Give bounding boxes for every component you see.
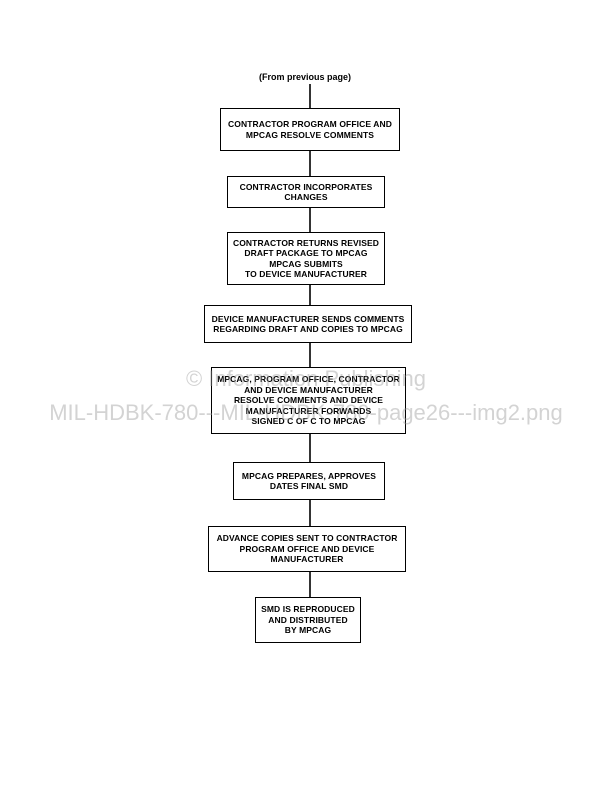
flow-step-7-line-3: MANUFACTURER [270,554,344,565]
flow-step-6-line-2: DATES FINAL SMD [269,481,349,491]
flow-step-5: MPCAG, PROGRAM OFFICE, CONTRACTOR AND DE… [211,367,406,434]
flow-step-8-line-3: BY MPCAG [284,625,332,636]
flow-step-2: CONTRACTOR INCORPORATES CHANGES [227,176,385,208]
flow-step-5-line-4: MANUFACTURER FORWARDS [245,405,372,416]
flow-step-1-line-2: MPCAG RESOLVE COMMENTS [245,129,375,140]
flow-step-3-line-2: DRAFT PACKAGE TO MPCAG [244,248,368,259]
flow-step-6-line-1: MPCAG PREPARES, APPROVES [241,470,377,481]
flow-step-3-line-3: MPCAG SUBMITS [269,258,343,269]
flow-step-8: SMD IS REPRODUCED AND DISTRIBUTED BY MPC… [255,597,361,643]
flow-step-8-line-2: AND DISTRIBUTED [268,614,348,625]
flow-step-3-line-4: TO DEVICE MANUFACTURER [245,268,367,279]
flow-step-6: MPCAG PREPARES, APPROVES DATES FINAL SMD [233,462,385,500]
flow-step-5-line-1: MPCAG, PROGRAM OFFICE, CONTRACTOR [217,374,400,385]
flow-step-5-line-3: RESOLVE COMMENTS AND DEVICE [233,395,384,406]
flow-step-3: CONTRACTOR RETURNS REVISED DRAFT PACKAGE… [227,232,385,285]
flow-step-2-line-1: CONTRACTOR INCORPORATES [239,181,373,192]
flow-step-3-line-1: CONTRACTOR RETURNS REVISED [232,237,379,248]
flow-step-2-line-2: CHANGES [284,192,328,202]
flow-step-1: CONTRACTOR PROGRAM OFFICE AND MPCAG RESO… [220,108,400,151]
flow-step-8-line-1: SMD IS REPRODUCED [261,604,355,615]
flow-step-4: DEVICE MANUFACTURER SENDS COMMENTS REGAR… [204,305,412,343]
flow-step-7: ADVANCE COPIES SENT TO CONTRACTOR PROGRA… [208,526,406,572]
flow-step-1-line-1: CONTRACTOR PROGRAM OFFICE AND [228,119,392,130]
flow-step-5-line-2: AND DEVICE MANUFACTURER [244,384,373,395]
flow-step-4-line-1: DEVICE MANUFACTURER SENDS COMMENTS [211,313,405,324]
from-previous-page-label: (From previous page) [258,72,351,82]
flow-step-7-line-1: ADVANCE COPIES SENT TO CONTRACTOR [216,533,398,544]
flow-step-7-line-2: PROGRAM OFFICE AND DEVICE [239,543,375,554]
flow-step-5-line-5: SIGNED C OF C TO MPCAG [251,416,366,427]
flow-step-4-line-2: REGARDING DRAFT AND COPIES TO MPCAG [213,324,403,334]
